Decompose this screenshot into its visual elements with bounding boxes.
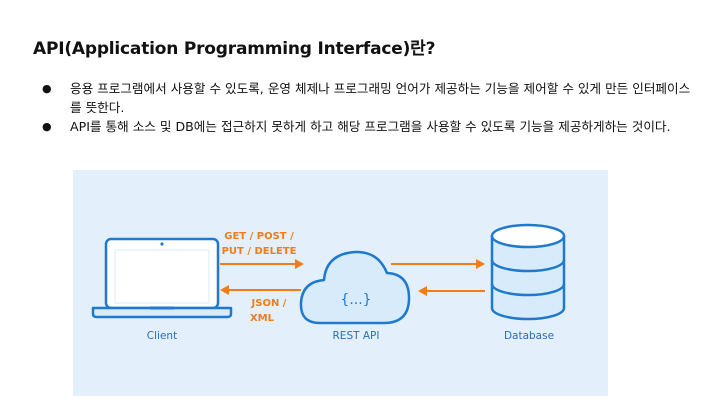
response-format-label-line2: XML — [250, 313, 275, 324]
client-label: Client — [147, 330, 177, 342]
api-diagram: GET / POST / PUT / DELETE JSON / XML {..… — [73, 170, 608, 396]
arrow-left-icon — [220, 285, 301, 295]
arrow-right-icon — [391, 259, 485, 269]
bullet-list: 응용 프로그램에서 사용할 수 있도록, 운영 체제나 프로그래밍 언어가 제공… — [40, 79, 700, 136]
arrow-right-icon — [220, 259, 304, 269]
cloud-symbol: {...} — [340, 292, 371, 308]
cloud-icon: {...} — [299, 250, 411, 325]
database-label: Database — [504, 330, 554, 342]
database-icon — [490, 223, 566, 321]
request-methods-label-line2: PUT / DELETE — [222, 246, 297, 257]
rest-api-label: REST API — [333, 330, 380, 342]
page-title: API(Application Programming Interface)란? — [33, 39, 436, 59]
arrow-left-icon — [418, 286, 485, 296]
laptop-icon — [91, 237, 233, 319]
bullet-item: 응용 프로그램에서 사용할 수 있도록, 운영 체제나 프로그래밍 언어가 제공… — [40, 79, 700, 117]
response-format-label-line1: JSON / — [251, 298, 287, 309]
bullet-item: API를 통해 소스 및 DB에는 접근하지 못하게 하고 해당 프로그램을 사… — [40, 117, 700, 136]
request-methods-label-line1: GET / POST / — [224, 231, 294, 242]
api-diagram-svg: GET / POST / PUT / DELETE JSON / XML {..… — [91, 223, 566, 342]
